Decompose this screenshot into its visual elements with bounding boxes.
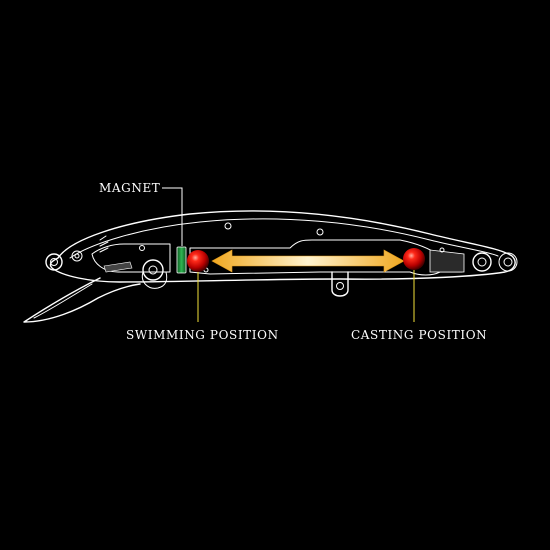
- magnet-label: MAGNET: [99, 181, 160, 195]
- travel-arrow-icon: [211, 249, 405, 273]
- magnet-leader: [162, 187, 183, 246]
- tail-eye-icon: [472, 252, 518, 272]
- weight-ball-casting-icon: [403, 248, 425, 270]
- mid-hanger-icon: [331, 271, 349, 297]
- lure-body: [23, 210, 518, 323]
- belly-hanger-icon: [141, 259, 168, 289]
- line-tie-icon: [45, 250, 83, 271]
- tail-compartment: [429, 249, 465, 273]
- weight-ball-swimming-icon: [187, 250, 209, 272]
- casting-position-label: CASTING POSITION: [351, 328, 487, 342]
- magnet-icon: [176, 246, 187, 274]
- swimming-position-label: SWIMMING POSITION: [126, 328, 279, 342]
